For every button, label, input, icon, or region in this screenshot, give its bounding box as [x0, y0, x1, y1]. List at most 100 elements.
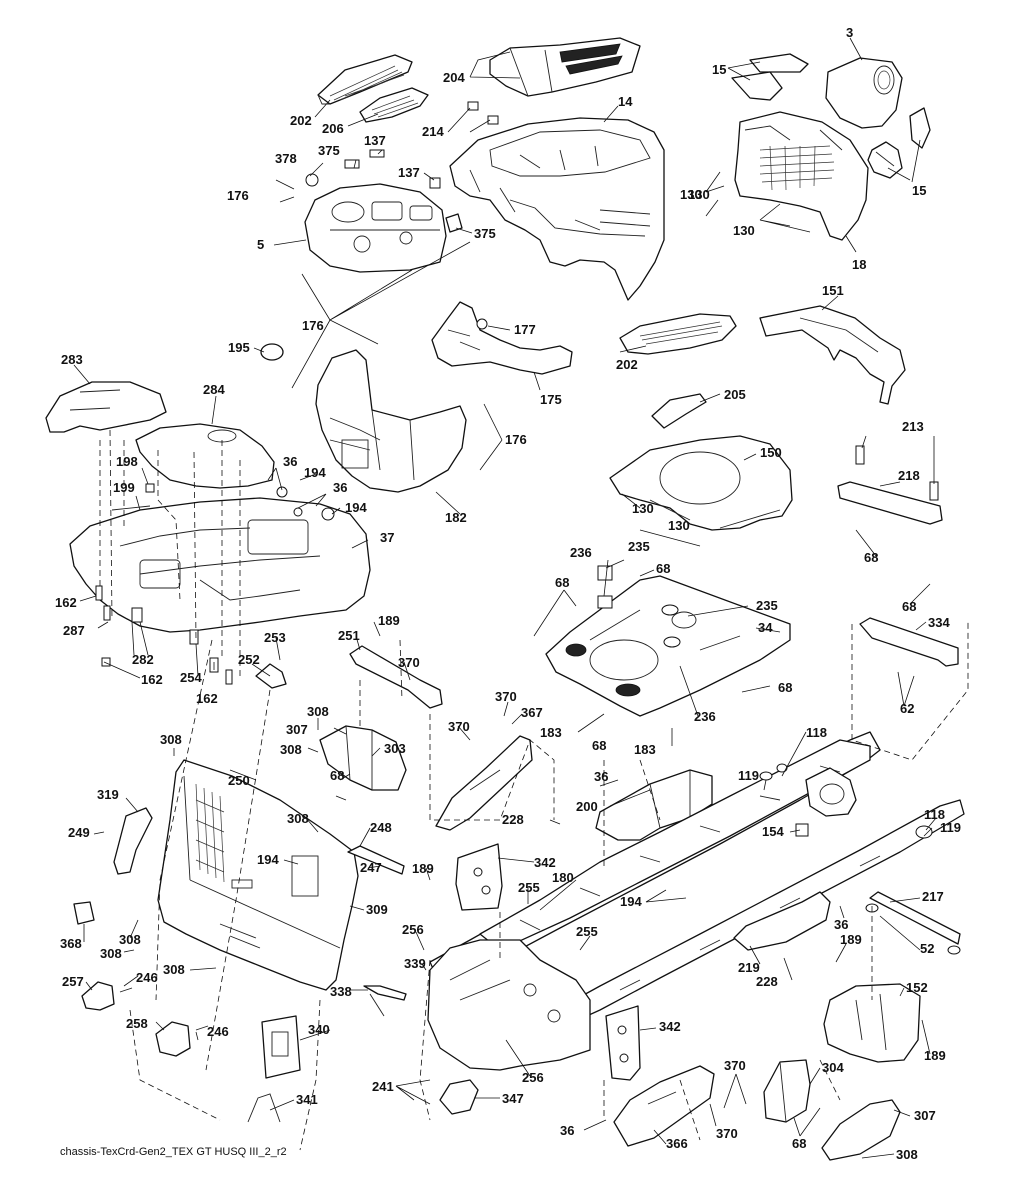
assembly-dashed-lines	[99, 429, 969, 1151]
callout-366: 366	[666, 1136, 688, 1151]
callout-370: 370	[448, 719, 470, 734]
part-200-bracket	[595, 769, 713, 841]
part-202-top-grille-insert	[317, 54, 413, 105]
part-3-headlight-cover	[825, 57, 903, 129]
callout-252: 252	[238, 652, 260, 667]
callout-204: 204	[443, 70, 465, 85]
part-front-axle-mount	[427, 939, 591, 1071]
part-367-bracket	[435, 735, 533, 831]
callout-194: 194	[257, 852, 279, 867]
callout-3: 3	[846, 25, 853, 40]
part-304-bracket	[763, 1059, 811, 1123]
callout-176: 176	[302, 318, 324, 333]
callout-labels: 3 15 15 204 202 206 214 14 378 375 137 1…	[55, 25, 961, 1162]
callout-198: 198	[116, 454, 138, 469]
part-5-dash-panel	[304, 183, 447, 273]
callout-177: 177	[514, 322, 536, 337]
callout-199: 199	[113, 480, 135, 495]
callout-162: 162	[141, 672, 163, 687]
callout-183: 183	[634, 742, 656, 757]
callout-119: 119	[940, 820, 961, 835]
callout-36: 36	[594, 769, 608, 784]
callout-118: 118	[924, 807, 945, 822]
callout-287: 287	[63, 623, 85, 638]
callout-228: 228	[502, 812, 524, 827]
callout-68: 68	[656, 561, 670, 576]
callout-256: 256	[522, 1070, 544, 1085]
callout-254: 254	[180, 670, 202, 685]
callout-214: 214	[422, 124, 444, 139]
callout-342: 342	[534, 855, 556, 870]
callout-205: 205	[724, 387, 746, 402]
callout-250: 250	[228, 773, 250, 788]
callout-334: 334	[928, 615, 950, 630]
callout-368: 368	[60, 936, 82, 951]
callout-180: 180	[552, 870, 574, 885]
callout-36: 36	[834, 917, 848, 932]
callout-235: 235	[628, 539, 650, 554]
callout-130: 130	[668, 518, 690, 533]
callout-247: 247	[360, 860, 382, 875]
part-342-plate-lower	[605, 1005, 641, 1081]
callout-162: 162	[55, 595, 77, 610]
callout-308: 308	[100, 946, 122, 961]
part-195-plug	[260, 343, 284, 361]
part-340-plate	[261, 1015, 301, 1079]
callout-347: 347	[502, 1091, 524, 1106]
callout-308: 308	[307, 704, 329, 719]
callout-308: 308	[160, 732, 182, 747]
callout-130: 130	[632, 501, 654, 516]
leader-lines	[73, 37, 937, 1159]
callout-258: 258	[126, 1016, 148, 1031]
callout-194: 194	[304, 465, 326, 480]
callout-162: 162	[196, 691, 218, 706]
callout-5: 5	[257, 237, 264, 252]
callout-219: 219	[738, 960, 760, 975]
part-283-fender-cover	[45, 381, 167, 433]
part-284-seat-pan	[135, 423, 275, 489]
part-375-137-378-small-parts	[305, 149, 463, 233]
callout-68: 68	[330, 768, 344, 783]
callout-195: 195	[228, 340, 250, 355]
callout-118: 118	[806, 725, 827, 740]
callout-228: 228	[756, 974, 778, 989]
callout-37: 37	[380, 530, 394, 545]
callout-255: 255	[518, 880, 540, 895]
callout-370: 370	[716, 1126, 738, 1141]
callout-36: 36	[560, 1123, 574, 1138]
callout-256: 256	[402, 922, 424, 937]
callout-339: 339	[404, 956, 426, 971]
part-251-linkage	[349, 645, 443, 709]
callout-341: 341	[296, 1092, 318, 1107]
callout-308: 308	[896, 1147, 918, 1162]
callout-367: 367	[521, 705, 543, 720]
callout-130: 130	[733, 223, 755, 238]
callout-183: 183	[540, 725, 562, 740]
part-219-bracket	[733, 891, 831, 951]
part-342-plate-upper	[455, 843, 503, 911]
callout-241: 241	[372, 1079, 394, 1094]
callout-176: 176	[505, 432, 527, 447]
callout-236: 236	[570, 545, 592, 560]
callout-235: 235	[756, 598, 778, 613]
callout-308: 308	[280, 742, 302, 757]
callout-36: 36	[283, 454, 297, 469]
part-257-258-latches	[81, 981, 209, 1057]
callout-284: 284	[203, 382, 225, 397]
part-235-236-spacers	[597, 565, 681, 648]
callout-308: 308	[163, 962, 185, 977]
callout-189: 189	[924, 1048, 946, 1063]
callout-150: 150	[760, 445, 782, 460]
part-366-bracket	[613, 1065, 715, 1147]
callout-308: 308	[119, 932, 141, 947]
footer-caption: chassis-TexCrd-Gen2_TEX GT HUSQ III_2_r2	[60, 1146, 287, 1158]
callout-249: 249	[68, 825, 90, 840]
callout-370: 370	[724, 1058, 746, 1073]
callout-130: 130	[688, 187, 710, 202]
callout-257: 257	[62, 974, 84, 989]
part-18-front-grille-frame	[734, 111, 869, 241]
part-218-213-bracket	[837, 445, 943, 525]
part-151-bracket	[759, 305, 906, 405]
part-347-bracket	[439, 1079, 479, 1115]
callout-248: 248	[370, 820, 392, 835]
